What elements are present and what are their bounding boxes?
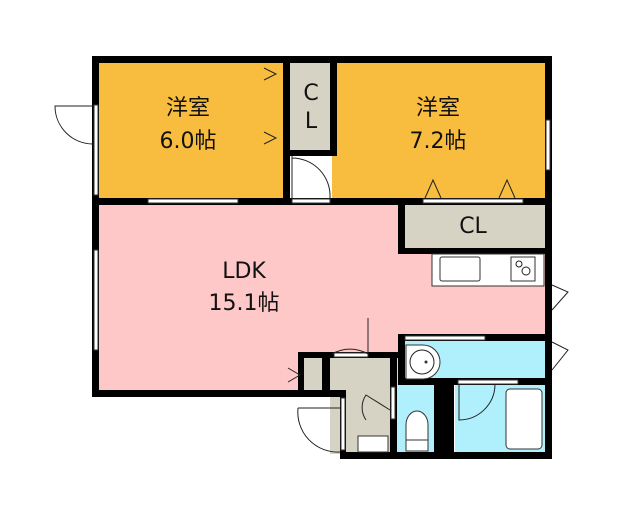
closet-2[interactable] (402, 204, 548, 252)
shoe-box (357, 435, 389, 453)
western1-size: 6.0帖 (160, 129, 217, 154)
sink-icon (439, 256, 481, 282)
ldk-size: 15.1帖 (209, 291, 280, 316)
stove-icon (510, 256, 536, 282)
kitchen-counter (431, 253, 545, 287)
western-room-1[interactable] (96, 60, 288, 202)
western1-name: 洋室 (166, 96, 210, 121)
closet2-label: CL (459, 214, 487, 239)
closet-1[interactable] (288, 60, 332, 152)
shoe-storage (303, 356, 323, 390)
closet1-label-c: C (303, 81, 318, 106)
washbasin-icon (405, 344, 441, 380)
toilet-icon (405, 410, 429, 452)
closet1-label-l: L (305, 109, 318, 134)
western2-size: 7.2帖 (410, 129, 467, 154)
doors[interactable] (54, 67, 569, 453)
windows (93, 104, 551, 451)
western2-name: 洋室 (416, 96, 460, 121)
ldk-name: LDK (222, 259, 266, 284)
bathtub-icon (505, 388, 543, 450)
western-room-2[interactable] (332, 60, 548, 202)
